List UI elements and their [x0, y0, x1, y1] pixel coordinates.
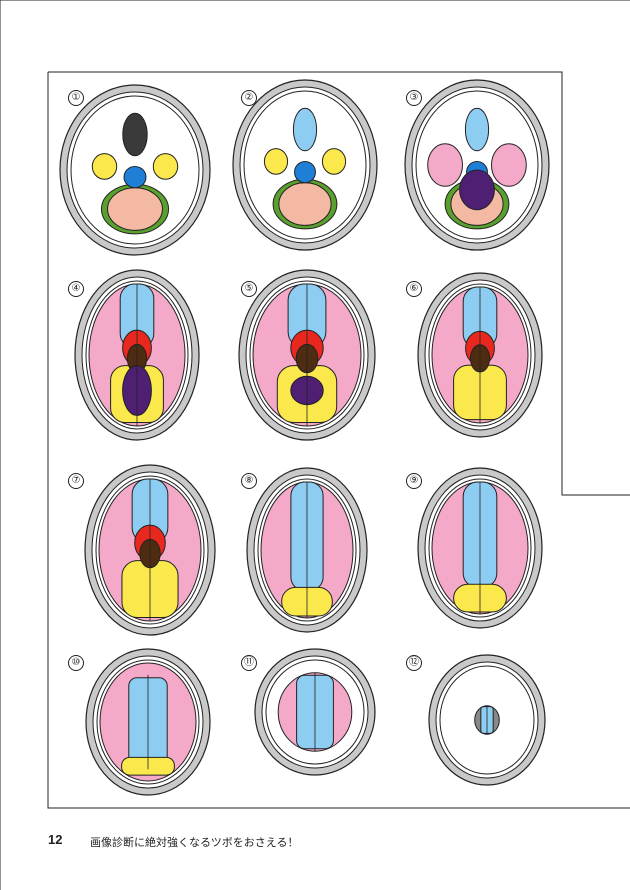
- brain-slice-6: [408, 263, 552, 451]
- brain-slice-7: [75, 455, 225, 649]
- brain-slice-3: [395, 70, 559, 264]
- slice-number-label: ⑨: [406, 473, 422, 489]
- brainstem: [123, 165, 147, 189]
- brain-slice-8: [237, 458, 377, 646]
- cerebellum: [278, 182, 332, 226]
- brain-slice-5: [229, 260, 385, 454]
- slice-number-label: ⑦: [68, 473, 84, 489]
- frontal-base: [464, 107, 490, 152]
- temporal-pole-left: [91, 153, 118, 180]
- brain-slice-12: [419, 645, 555, 799]
- temporal-left: [427, 143, 463, 187]
- slice-number-label: ⑧: [241, 473, 257, 489]
- slice-number-label: ⑤: [241, 281, 257, 297]
- temporal-right: [491, 143, 527, 187]
- slice-number-label: ①: [68, 90, 84, 106]
- brain-slice-11: [245, 639, 385, 789]
- brain-slice-9: [408, 458, 552, 642]
- cerebellum: [107, 187, 163, 231]
- temporal-pole-left: [263, 148, 289, 175]
- slice-number-label: ④: [68, 281, 84, 297]
- running-title: 画像診断に絶対強くなるツボをおさえる！: [90, 836, 299, 849]
- brain-slice-1: [50, 75, 220, 269]
- brain-slice-10: [76, 639, 220, 809]
- slice-number-label: ⑫: [406, 655, 422, 671]
- page-number: 12: [48, 832, 63, 847]
- frontal-base: [292, 107, 318, 152]
- brainstem: [294, 160, 316, 184]
- slice-number-label: ⑩: [68, 655, 84, 671]
- slice-number-label: ⑪: [241, 655, 257, 671]
- slice-number-label: ②: [241, 90, 257, 106]
- frontal-base: [122, 112, 148, 157]
- slice-number-label: ⑥: [406, 281, 422, 297]
- brain-slice-2: [223, 70, 387, 264]
- temporal-pole-right: [321, 148, 347, 175]
- slice-number-label: ③: [406, 90, 422, 106]
- brain-slice-4: [65, 260, 209, 454]
- temporal-pole-right: [152, 153, 179, 180]
- cerebellum-vermis: [459, 169, 495, 211]
